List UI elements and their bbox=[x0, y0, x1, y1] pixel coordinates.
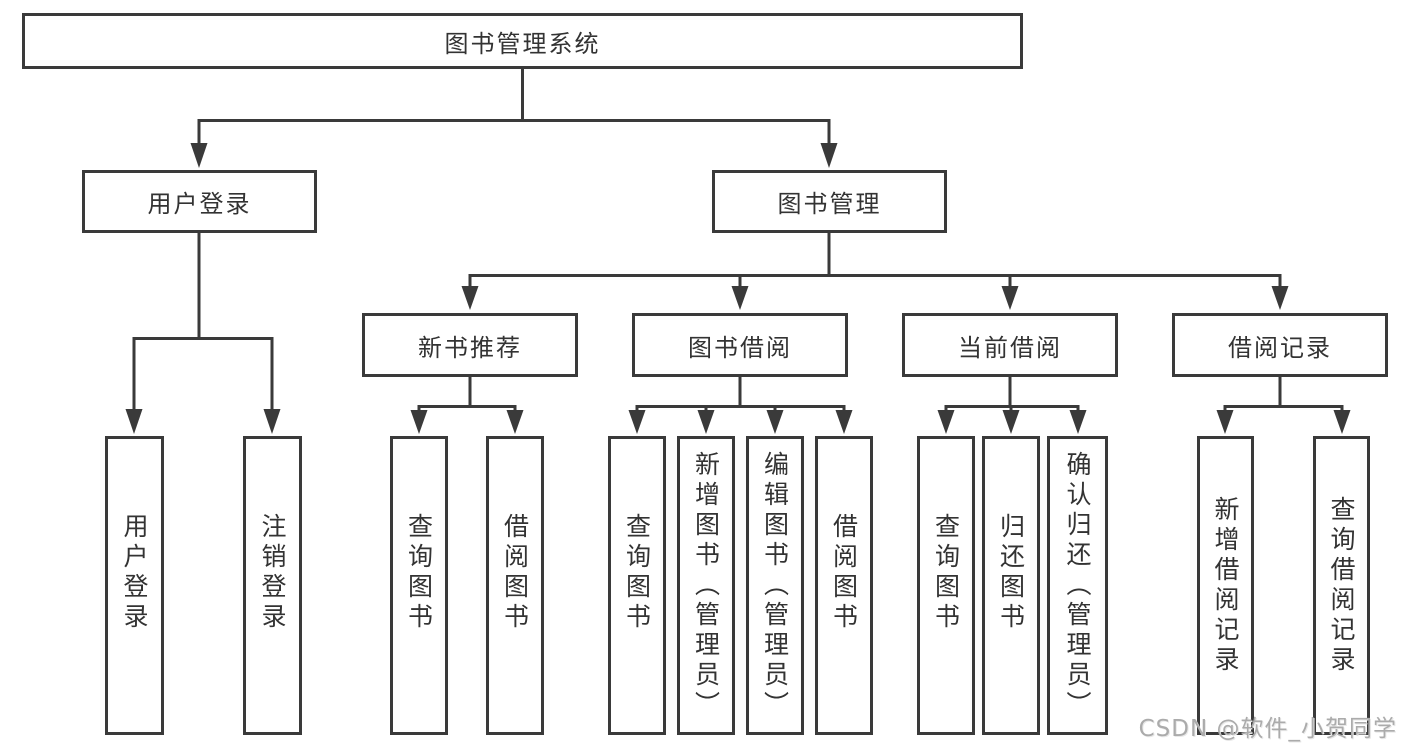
node-new-book-recommend: 新书推荐 bbox=[362, 313, 578, 377]
node-records-add-record: 新增借阅记录 bbox=[1197, 436, 1254, 735]
node-user-login-action: 用户登录 bbox=[105, 436, 164, 735]
node-rec-borrow-books: 借阅图书 bbox=[486, 436, 544, 735]
node-borrow-add-books-admin: 新增图书（管理员） bbox=[677, 436, 735, 735]
node-library-management-system: 图书管理系统 bbox=[22, 13, 1023, 69]
node-current-confirm-return-admin: 确认归还（管理员） bbox=[1047, 436, 1108, 735]
node-records-query-record: 查询借阅记录 bbox=[1313, 436, 1370, 735]
arrowheads bbox=[125, 143, 1351, 434]
node-book-management: 图书管理 bbox=[712, 170, 947, 233]
node-borrow-edit-books-admin: 编辑图书（管理员） bbox=[746, 436, 804, 735]
node-rec-query-books: 查询图书 bbox=[390, 436, 448, 735]
node-current-query-books: 查询图书 bbox=[917, 436, 975, 735]
node-current-return-books: 归还图书 bbox=[982, 436, 1040, 735]
node-borrowing-records: 借阅记录 bbox=[1172, 313, 1388, 377]
node-borrow-borrow-books: 借阅图书 bbox=[815, 436, 873, 735]
node-current-borrowing: 当前借阅 bbox=[902, 313, 1118, 377]
csdn-watermark: CSDN @软件_小贺同学 bbox=[1138, 716, 1397, 742]
node-user-login: 用户登录 bbox=[82, 170, 317, 233]
node-book-borrowing: 图书借阅 bbox=[632, 313, 848, 377]
node-borrow-query-books: 查询图书 bbox=[608, 436, 666, 735]
node-logout-action: 注销登录 bbox=[243, 436, 302, 735]
